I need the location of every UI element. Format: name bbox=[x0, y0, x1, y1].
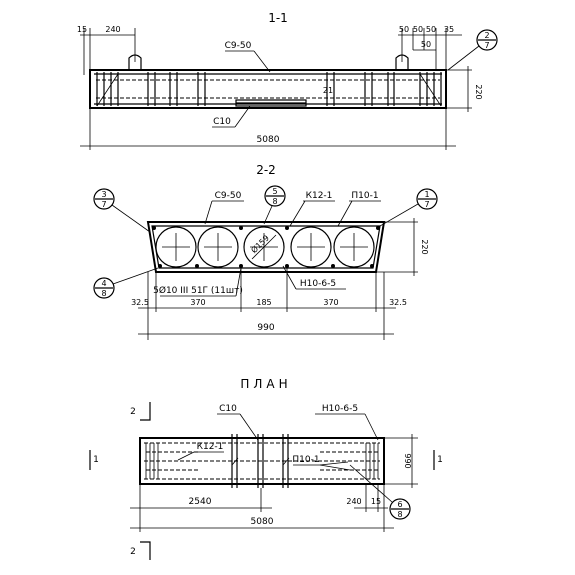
void-4 bbox=[290, 226, 332, 268]
section-2-title: 2-2 bbox=[256, 163, 276, 177]
plan-label-k12: К12-1 bbox=[197, 442, 224, 452]
svg-text:2: 2 bbox=[484, 31, 489, 40]
ref-bubble-1-7: 1 7 bbox=[379, 188, 438, 227]
svg-text:6: 6 bbox=[397, 500, 402, 509]
label-n10-6-5: Н10-6-5 bbox=[300, 279, 336, 289]
side-mark-right: 1 bbox=[437, 455, 443, 465]
dim-length-5080: 5080 bbox=[257, 135, 280, 145]
dim-right-35: 35 bbox=[444, 25, 454, 34]
label-c9-50: С9-50 bbox=[225, 41, 252, 51]
dim-185: 185 bbox=[256, 298, 271, 307]
plan-view: ПЛАН 2 2 1 1 bbox=[89, 377, 443, 560]
ref-bubble-3-7: 3 7 bbox=[93, 188, 151, 233]
plan-end-mesh-left bbox=[145, 443, 200, 479]
diam-159: Ø159 bbox=[249, 233, 271, 255]
lifting-loop-left bbox=[128, 54, 142, 70]
stirrups-right bbox=[364, 72, 442, 106]
svg-text:8: 8 bbox=[101, 289, 106, 298]
svg-text:7: 7 bbox=[101, 200, 106, 209]
label-p10-1: П10-1 bbox=[351, 191, 378, 201]
section-mark-bottom: 2 bbox=[130, 547, 136, 557]
svg-text:8: 8 bbox=[397, 510, 402, 519]
plan-outline bbox=[139, 437, 385, 485]
svg-text:7: 7 bbox=[484, 41, 489, 50]
beam-1-outline bbox=[89, 69, 447, 109]
section-1-1: 1-1 15 240 50 50 50 35 50 2 7 bbox=[77, 11, 498, 150]
stirrups-left bbox=[96, 72, 178, 106]
dim-right-50b: 50 bbox=[413, 25, 423, 34]
label-k12-1: К12-1 bbox=[306, 191, 333, 201]
side-mark-left: 1 bbox=[93, 455, 99, 465]
plan-title: ПЛАН bbox=[240, 377, 291, 391]
dim-left-15: 15 bbox=[77, 25, 87, 34]
plan-dim-5080: 5080 bbox=[251, 517, 274, 527]
dim-right-50a: 50 bbox=[399, 25, 409, 34]
void-1 bbox=[155, 226, 197, 268]
void-5 bbox=[333, 226, 375, 268]
section-2-2: 2-2 bbox=[93, 163, 438, 340]
svg-text:8: 8 bbox=[272, 197, 277, 206]
dim-370-left: 370 bbox=[190, 298, 205, 307]
label-c9-50-s2: С9-50 bbox=[215, 191, 242, 201]
void-2 bbox=[197, 226, 239, 268]
dim-right-50d: 50 bbox=[421, 40, 431, 49]
svg-text:4: 4 bbox=[101, 279, 106, 288]
ref-bubble-2-7: 2 7 bbox=[447, 29, 498, 71]
dim-total-990: 990 bbox=[257, 323, 274, 333]
dim-32-5-left: 32.5 bbox=[131, 298, 149, 307]
voids bbox=[155, 226, 375, 268]
void-3 bbox=[243, 226, 285, 268]
rebar-dots bbox=[152, 226, 380, 268]
plan-dim-990: 990 bbox=[403, 453, 412, 468]
plan-c10-mesh bbox=[231, 434, 290, 488]
dim-370-right: 370 bbox=[323, 298, 338, 307]
svg-text:7: 7 bbox=[424, 200, 429, 209]
svg-text:5: 5 bbox=[272, 187, 277, 196]
dim-height-220: 220 bbox=[474, 84, 483, 99]
dim-32-5-right: 32.5 bbox=[389, 298, 407, 307]
plan-dim-240: 240 bbox=[346, 497, 361, 506]
plan-dim-15: 15 bbox=[371, 497, 381, 506]
label-mid-21: 21 bbox=[323, 86, 333, 95]
ref-bubble-6-8: 6 8 bbox=[349, 464, 411, 520]
section-mark-top: 2 bbox=[130, 407, 136, 417]
ref-bubble-4-8: 4 8 bbox=[93, 267, 159, 299]
svg-text:3: 3 bbox=[101, 190, 106, 199]
plan-label-c10: С10 bbox=[219, 404, 237, 414]
plan-end-mesh-right bbox=[320, 443, 379, 479]
label-bars: 5Ø10 III 51Г (11шт) bbox=[153, 285, 243, 296]
stirrups-center bbox=[197, 72, 335, 106]
lifting-loop-right bbox=[395, 54, 409, 70]
ref-bubble-5-8: 5 8 bbox=[263, 185, 286, 225]
dim-right-50c: 50 bbox=[426, 25, 436, 34]
plan-label-p10: П10-1 bbox=[292, 455, 319, 465]
dim-left-240: 240 bbox=[105, 25, 120, 34]
dim-height-220-s2: 220 bbox=[420, 239, 429, 254]
svg-text:1: 1 bbox=[424, 190, 429, 199]
section-1-title: 1-1 bbox=[268, 11, 288, 25]
label-c10: С10 bbox=[213, 117, 231, 127]
plan-dim-2540: 2540 bbox=[189, 497, 212, 507]
plan-label-n10: Н10-6-5 bbox=[322, 404, 358, 414]
